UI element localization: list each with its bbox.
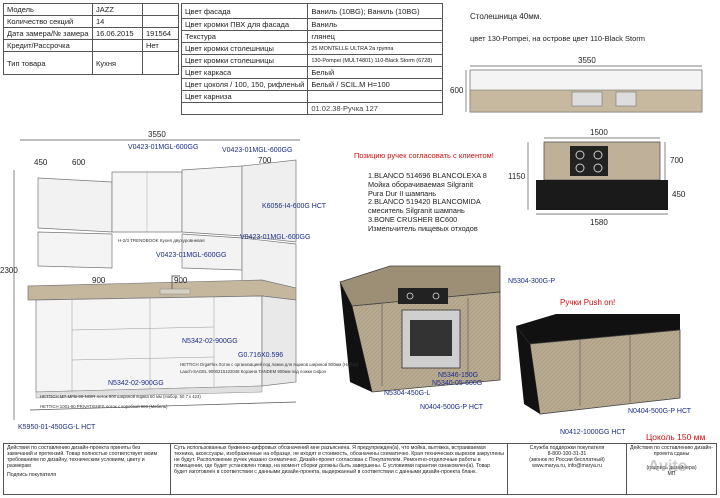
support-phone: 8-800-100-31-31: [547, 451, 587, 457]
small-note: HETTICH 1001-90 PRIVATISHES лоток с коро…: [40, 404, 168, 409]
plan-view: [465, 65, 703, 113]
code-label: V0423-01MGL-600GG: [240, 234, 311, 241]
dim-900-b: 900: [174, 276, 188, 285]
spec-label: Тип товара: [3, 51, 93, 75]
support-free: (звонок по России бесплатный): [529, 457, 605, 463]
footer-sign-label: Подпись покупателя: [7, 472, 57, 478]
spec-extra: [142, 51, 179, 75]
dim-900-a: 900: [92, 276, 106, 285]
handles-note: Позицию ручек согласовать с клиентом!: [354, 151, 494, 160]
code-label: N5342-02-900GG: [182, 338, 238, 345]
dim-island-depth: 1150: [508, 172, 526, 181]
dim-plan-width: 3550: [578, 56, 596, 65]
code-label: N0404-500G-P НСТ: [628, 408, 692, 415]
push-note: Ручки Push on!: [560, 298, 616, 307]
small-note: HETTICH OrgaFlex Лоток с организацией по…: [180, 362, 359, 367]
code-label: N5304-300G-P: [508, 278, 556, 285]
footer-col-3: Служба поддержки покупателя 8-800-100-31…: [507, 443, 627, 495]
code-label: V0423-01MGL-600GG: [156, 252, 227, 259]
code-label: N0412-1000GG НСТ: [560, 429, 626, 436]
spec-label: [180, 102, 309, 115]
list-item: 2.BLANCO 519420 BLANCOMIDA: [368, 197, 481, 207]
footer-col-2: Суть использованных буквенно-цифровых об…: [170, 443, 508, 495]
countertop-note: Столешница 40мм.: [470, 12, 542, 21]
dim-island-side: 450: [672, 190, 686, 199]
list-item: 1.BLANCO 514696 BLANCOLEXA 8: [368, 171, 487, 180]
support-web: www.marya.ru, info@marya.ru: [532, 463, 602, 469]
spec-value: 01.02.38-Ручка 127: [307, 102, 443, 115]
code-label: N5342-02-900GG: [108, 380, 164, 387]
footer-sign-label: (подпись дизайнера): [646, 465, 697, 471]
small-note: Lauch-SAGEL 9000215102048 Корзина TANDEM…: [180, 369, 327, 374]
list-item: 3.BONE CRUSHER BC600: [368, 214, 458, 224]
plinth-note: Цоколь 150 мм: [646, 432, 706, 442]
spec-value: Кухня: [91, 51, 144, 75]
dim-island-bottom: 1580: [590, 218, 608, 227]
list-item: Измельчитель пищевых отходов: [368, 223, 478, 233]
code-label: N0404-500G-P НСТ: [420, 404, 484, 411]
small-note: HETTICH MP-MPB-90-NOIR лоток 900 шириной…: [40, 394, 201, 399]
dim-plan-depth: 600: [450, 86, 464, 95]
footer-text: Суть использованных буквенно-цифровых об…: [174, 445, 504, 475]
footer-stamp-label: МП: [667, 471, 676, 477]
dim-total-left: 2300: [0, 266, 18, 275]
code-label: K6056-I4-600G НСТ: [262, 203, 326, 210]
footer-col-1: Действия по составлению дизайн-проекта п…: [3, 443, 171, 495]
equipment-list: 1.BLANCO 514696 BLANCOLEXA 8 Мойка обора…: [368, 171, 487, 234]
code-label: V0423-01MGL-600GG: [222, 147, 293, 154]
code-label: V0423-01MGL-600GG: [128, 144, 199, 151]
dim-island-width: 1500: [590, 128, 608, 137]
code-label: H-2/3 TRENDBOOK Кухня двухуровневая: [118, 238, 205, 243]
list-item: смеситель Silgranit шампань: [368, 206, 465, 216]
dim-700: 700: [258, 156, 272, 165]
table-row: 01.02.38-Ручка 127: [180, 102, 443, 115]
support-title: Служба поддержки покупателя: [529, 445, 605, 451]
list-item: Pura Dur II шампань: [368, 188, 437, 198]
code-label: N5346-150G: [438, 372, 479, 379]
footer-text: Действия по составлению дизайн-проекта с…: [630, 445, 713, 457]
dim-island-height: 700: [670, 156, 684, 165]
footer-table: Действия по составлению дизайн-проекта п…: [3, 443, 717, 495]
list-item: Мойка оборачиваемая Silgranit: [368, 179, 474, 189]
wall-elevation: [13, 139, 300, 420]
footer-col-4: Действия по составлению дизайн-проекта с…: [626, 443, 717, 495]
dim-450: 450: [34, 158, 48, 167]
code-label: N5340-05-600G: [432, 380, 483, 387]
code-label: K5950-01-450GG-L НСТ: [18, 424, 96, 431]
color-note: цвет 130-Pompei, на острове цвет 110-Bla…: [470, 34, 646, 43]
code-label: G0.716X0.596: [238, 352, 284, 359]
island-elevation: [339, 265, 681, 415]
footer-text: Действия по составлению дизайн-проекта п…: [7, 445, 158, 469]
table-row: Действия по составлению дизайн-проекта п…: [3, 443, 717, 495]
island-plan: [527, 137, 668, 215]
dim-total-top: 3550: [148, 130, 166, 139]
dim-600: 600: [72, 158, 86, 167]
watermark: Avito: [648, 458, 688, 475]
code-label: N5304-450G-L: [384, 390, 431, 397]
